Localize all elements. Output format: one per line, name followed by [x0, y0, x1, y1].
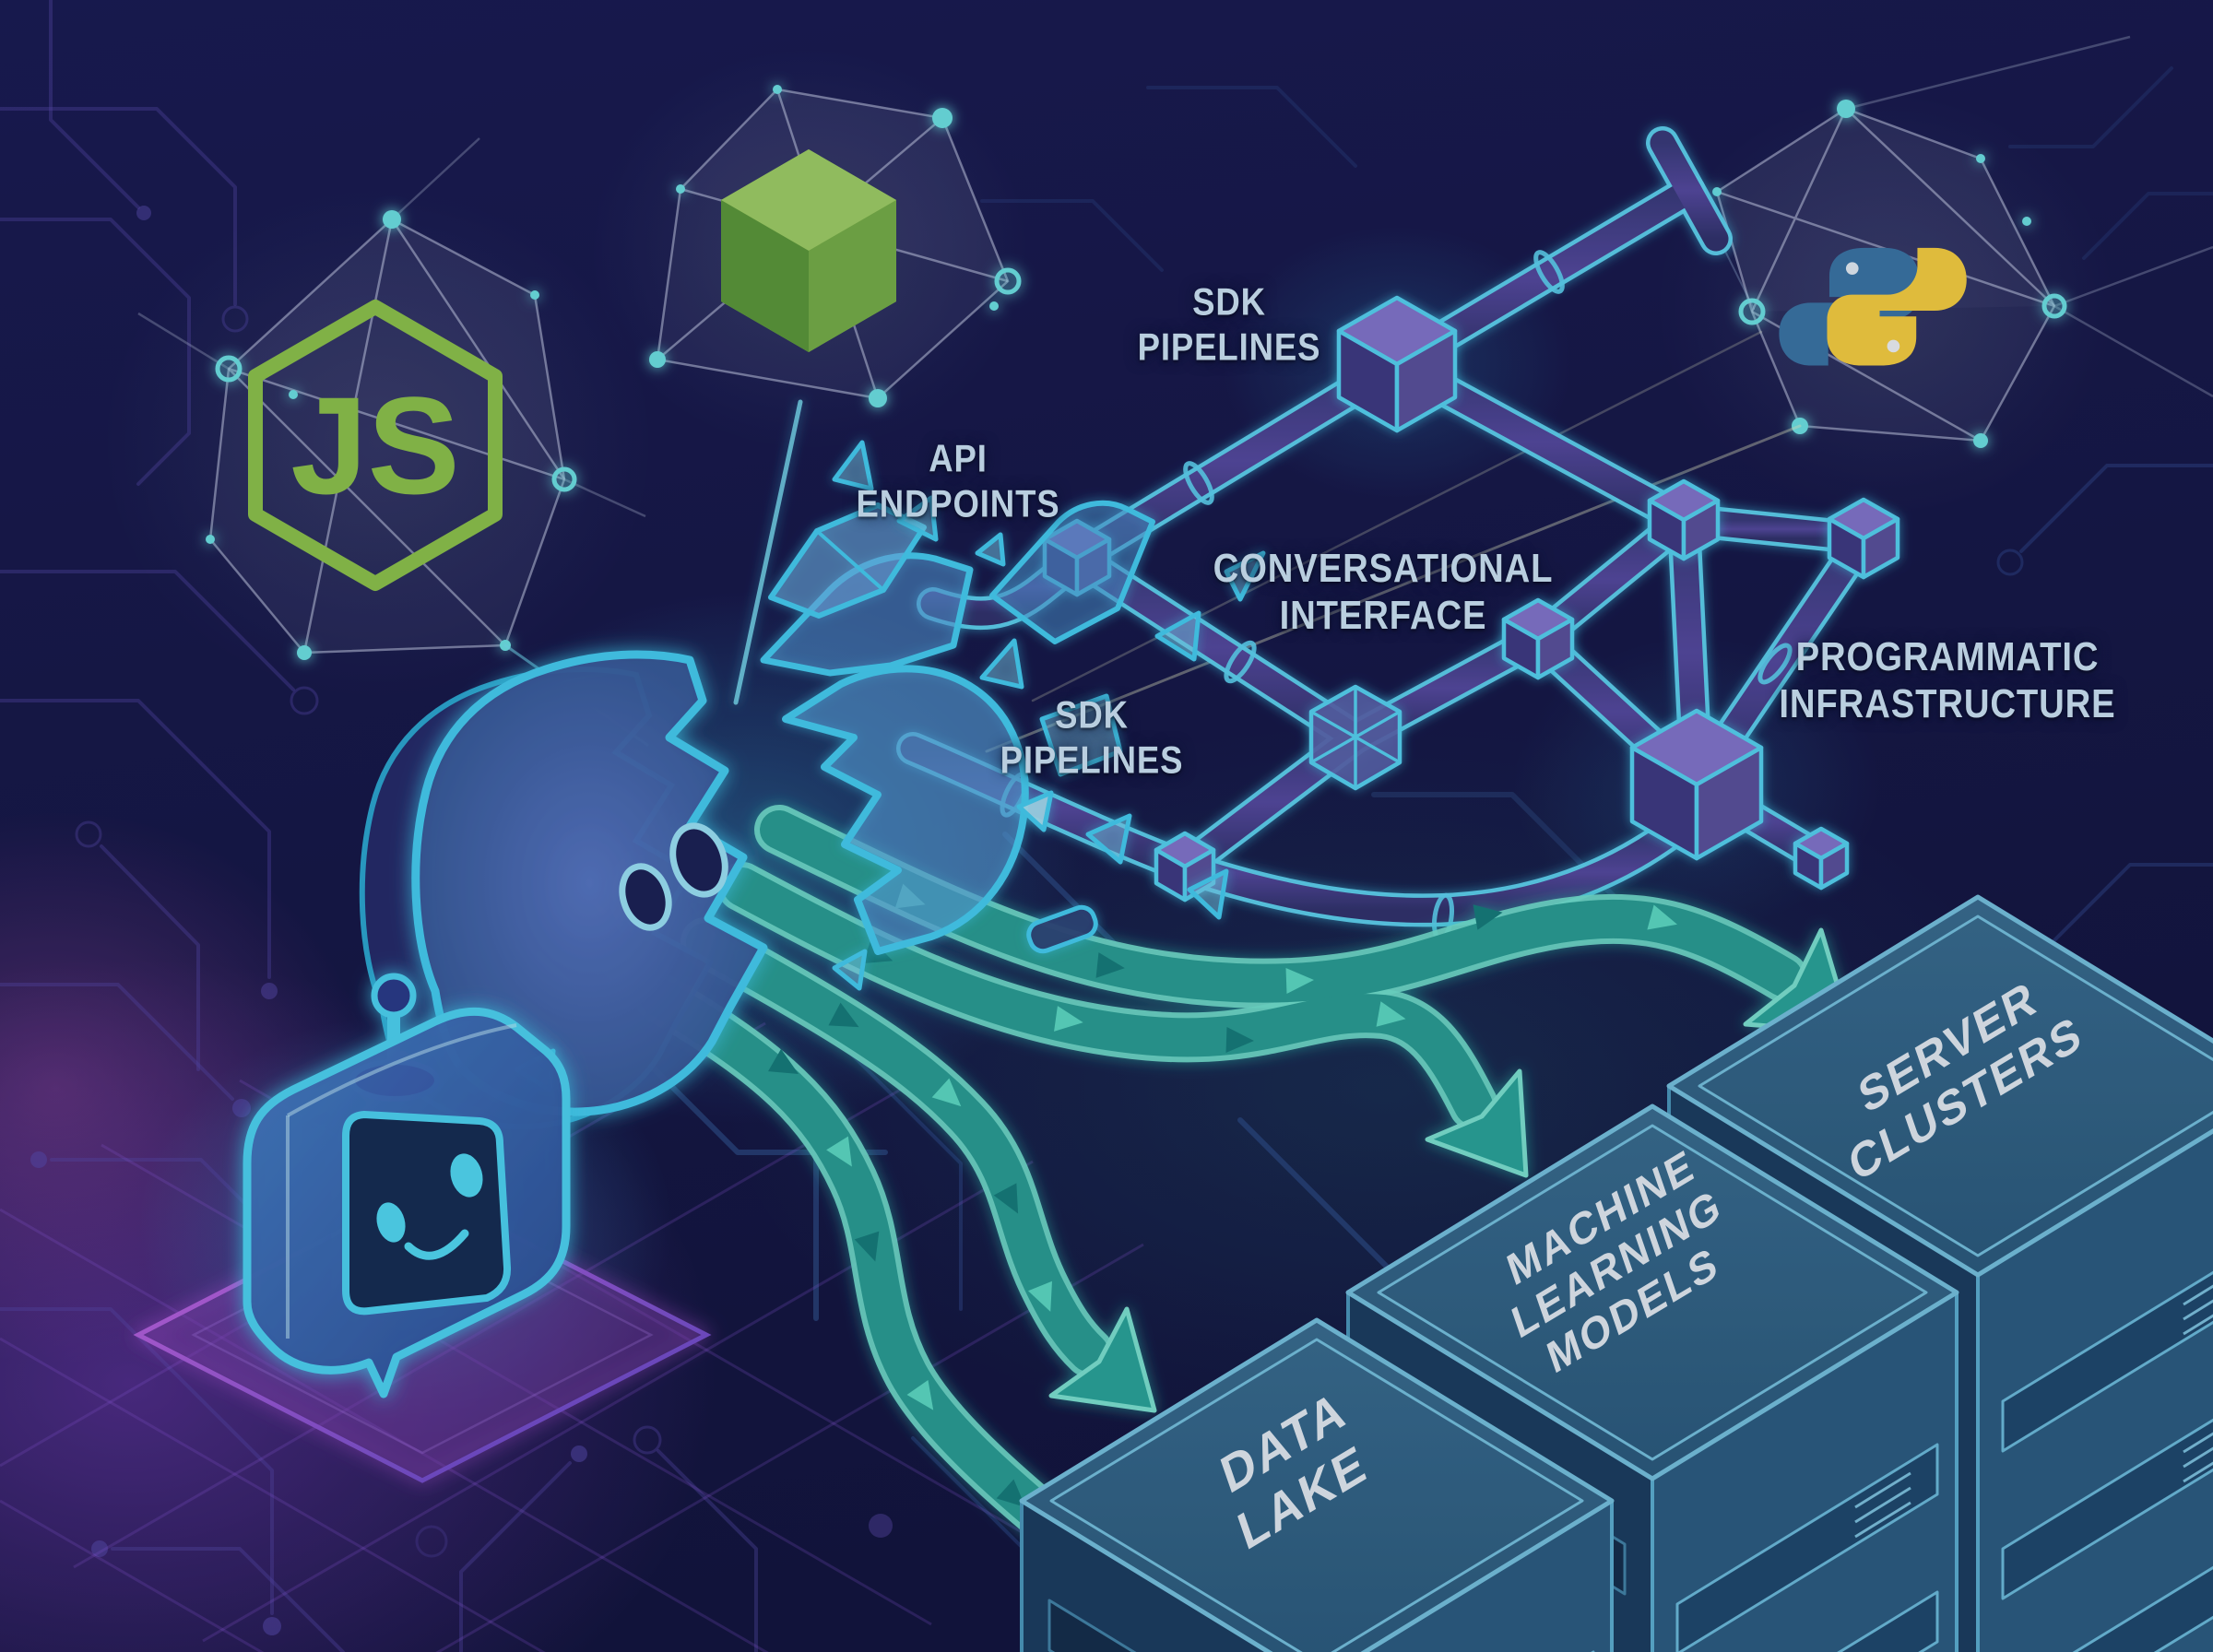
label-programmatic-infrastructure: PROGRAMMATIC INFRASTRUCTURE [1779, 633, 2116, 726]
label-sdk-pipelines-lower: SDK PIPELINES [1000, 692, 1184, 781]
label-sdk-pipelines-top: SDK PIPELINES [1137, 279, 1321, 368]
label-conversational-interface: CONVERSATIONAL INTERFACE [1213, 545, 1554, 638]
label-api-endpoints: API ENDPOINTS [856, 436, 1060, 525]
